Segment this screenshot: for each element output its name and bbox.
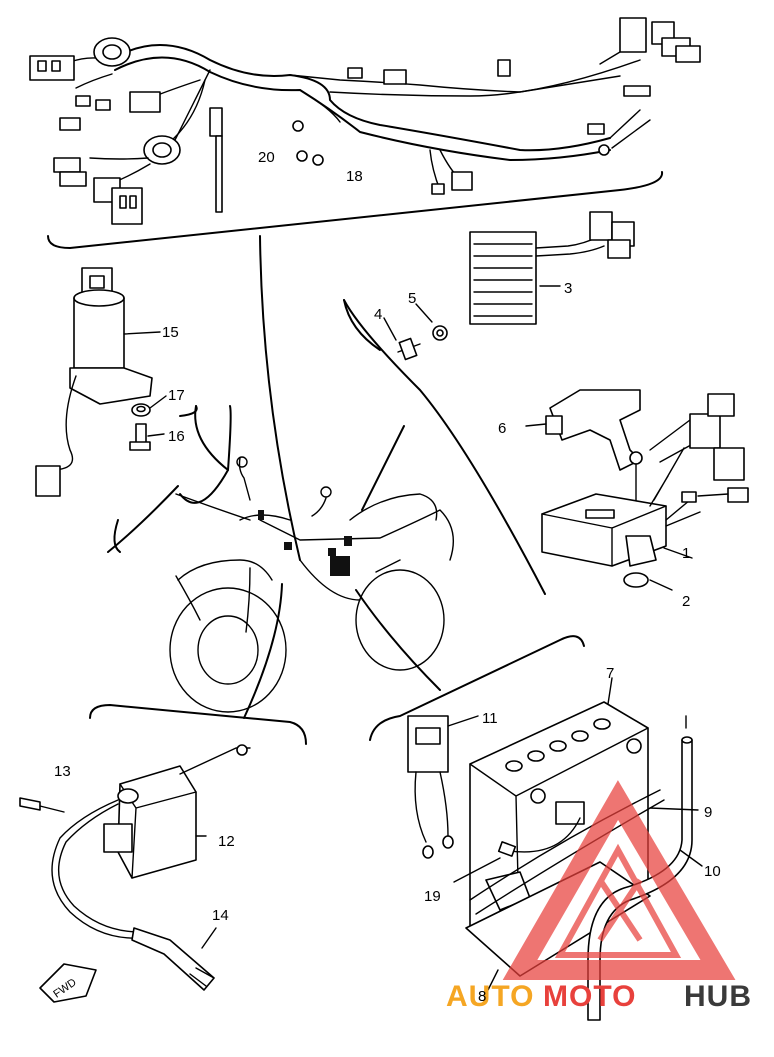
rectifier-regulator-group xyxy=(343,211,635,351)
cdi-unit-group xyxy=(343,299,749,595)
fasteners-16-17 xyxy=(129,395,167,451)
callout-10: 10 xyxy=(704,863,721,880)
bolt-nut-4-5 xyxy=(383,303,448,361)
callout-17: 17 xyxy=(168,387,185,404)
callout-19: 19 xyxy=(424,888,441,905)
watermark-logo xyxy=(502,780,736,980)
main-switch-group xyxy=(35,267,198,497)
callout-8: 8 xyxy=(478,988,486,1005)
watermark-text-moto: MOTO xyxy=(543,980,636,1013)
callout-12: 12 xyxy=(218,833,235,850)
callout-9: 9 xyxy=(704,804,712,821)
callout-6: 6 xyxy=(498,420,506,437)
watermark-text-hub: HUB xyxy=(684,980,752,1013)
callout-11: 11 xyxy=(482,710,498,727)
motorcycle-outline xyxy=(107,235,454,719)
watermark-text-auto: AUTO xyxy=(446,980,534,1013)
callout-2: 2 xyxy=(682,593,690,610)
callout-5: 5 xyxy=(408,290,416,307)
callout-7: 7 xyxy=(606,665,614,682)
callout-3: 3 xyxy=(564,280,572,297)
ignition-coil-group xyxy=(19,704,307,1003)
callout-14: 14 xyxy=(212,907,229,924)
callout-4: 4 xyxy=(374,306,382,323)
callout-15: 15 xyxy=(162,324,179,341)
wire-harness-group xyxy=(29,17,701,249)
callout-20: 20 xyxy=(258,149,275,166)
callout-13: 13 xyxy=(54,763,71,780)
callout-18: 18 xyxy=(346,168,363,185)
callout-1: 1 xyxy=(682,545,690,562)
callout-16: 16 xyxy=(168,428,185,445)
